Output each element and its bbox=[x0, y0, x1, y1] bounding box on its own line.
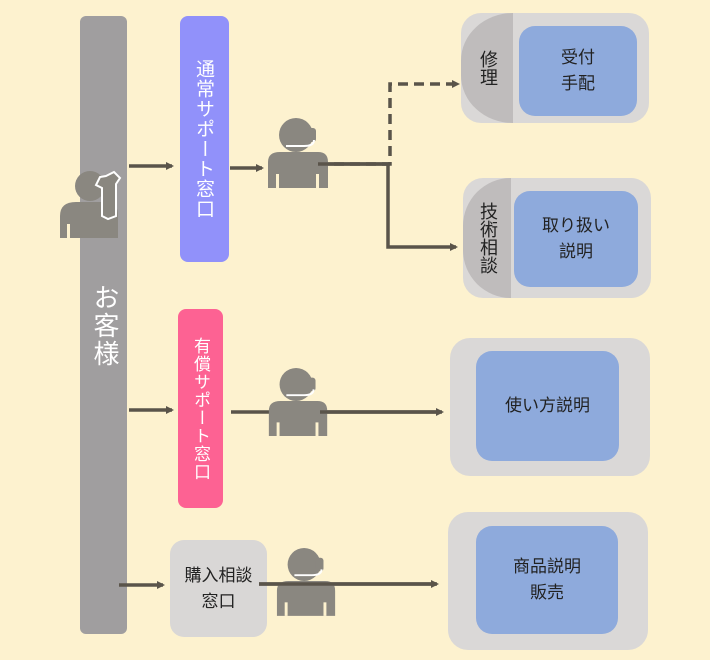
usage-box: 使い方説明 bbox=[450, 338, 650, 476]
tech-line2: 説明 bbox=[559, 242, 593, 262]
headset-operator-icon bbox=[276, 548, 336, 616]
purchase-consultation-window: 購入相談窓口 bbox=[170, 540, 267, 637]
paid-support-window: 有償サポート窓口 bbox=[178, 309, 223, 508]
customer-label: お客様 bbox=[89, 284, 119, 368]
repair-line1: 受付 bbox=[561, 48, 595, 68]
repair-inner: 受付手配 bbox=[519, 26, 637, 116]
normal-support-window: 通常サポート窓口 bbox=[180, 16, 229, 262]
purchase-line1: 購入相談 bbox=[184, 565, 253, 586]
purchase-line2: 窓口 bbox=[201, 591, 236, 612]
repair-line2: 手配 bbox=[561, 74, 595, 94]
arrow-to-repair bbox=[318, 80, 460, 166]
repair-box: 修理 受付手配 bbox=[461, 13, 649, 123]
headset-operator-icon bbox=[268, 367, 328, 436]
usage-inner: 使い方説明 bbox=[476, 351, 619, 461]
headset-operator-icon bbox=[268, 118, 328, 188]
tech-line1: 取り扱い bbox=[542, 216, 610, 236]
product-inner: 商品説明販売 bbox=[476, 526, 618, 634]
product-line2: 販売 bbox=[530, 583, 564, 603]
tech-box: 技術相談 取り扱い説明 bbox=[463, 178, 651, 298]
person-on-phone-icon bbox=[60, 170, 122, 238]
product-box: 商品説明販売 bbox=[448, 512, 648, 650]
customer-column: お客様 bbox=[80, 16, 127, 634]
product-line1: 商品説明 bbox=[513, 557, 581, 577]
arrow-to-tech bbox=[318, 162, 458, 251]
tech-inner: 取り扱い説明 bbox=[514, 191, 638, 287]
